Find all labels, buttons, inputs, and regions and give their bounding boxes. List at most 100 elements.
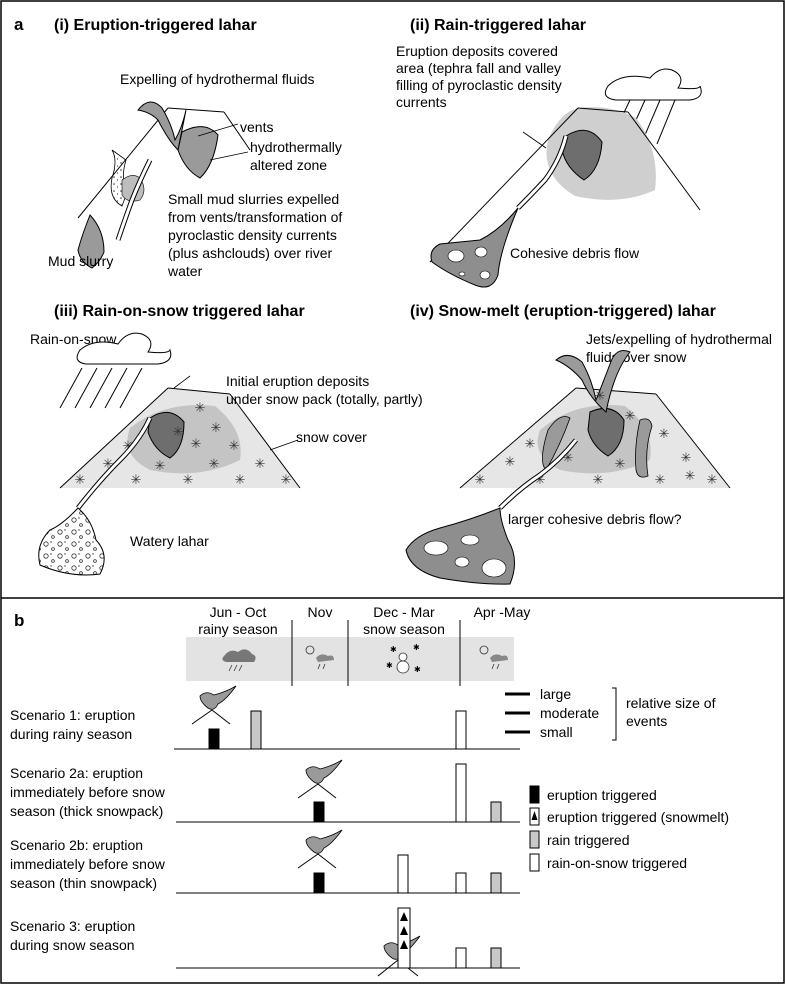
sun-rain-icon xyxy=(305,645,334,670)
slurry-desc-2: from vents/transformation of xyxy=(168,209,342,225)
rain-cloud-iii xyxy=(59,332,172,409)
bar-s3-snowmelt xyxy=(397,907,411,969)
size-bracket xyxy=(612,687,617,741)
debris-label-ii: Cohesive debris flow xyxy=(510,245,640,261)
snow-cover-label: snow cover xyxy=(296,429,367,445)
svg-text:✳: ✳ xyxy=(281,472,292,487)
scenario-3-bars xyxy=(397,907,502,969)
svg-text:✳: ✳ xyxy=(681,450,692,465)
svg-text:✳: ✳ xyxy=(211,420,222,435)
sub-ii-title: (ii) Rain-triggered lahar xyxy=(410,17,586,34)
svg-text:✳: ✳ xyxy=(195,400,206,415)
scenario-2b-l2: immediately before snow xyxy=(10,856,166,872)
volcano-i xyxy=(77,101,251,269)
bar-s2b-ros-2 xyxy=(455,872,467,894)
vents-label: vents xyxy=(240,119,273,135)
scenario-2a-l3: season (thick snowpack) xyxy=(10,803,163,819)
eruption-icon-2a xyxy=(297,759,343,799)
sub-panel-iv: (iv) Snow-melt (eruption-triggered) laha… xyxy=(405,303,772,585)
svg-text:✳: ✳ xyxy=(535,472,546,487)
slurry-desc-4: (plus ashclouds) over river xyxy=(168,245,333,261)
jet-plume-iv xyxy=(555,350,631,413)
size-moderate: moderate xyxy=(540,705,599,721)
snowmelt-triangles xyxy=(400,912,408,949)
legend-snowmelt: eruption triggered (snowmelt) xyxy=(547,809,729,825)
svg-text:✳: ✳ xyxy=(685,468,696,483)
sun-rain-icon-2 xyxy=(479,645,508,670)
panel-b-label: b xyxy=(14,611,24,630)
scenario-2a-l1: Scenario 2a: eruption xyxy=(10,765,143,781)
size-legend: large moderate small relative size of ev… xyxy=(505,686,716,741)
snow-symbols-iii: ✳✳✳ ✳✳✳ ✳✳✳ ✳✳✳ ✳✳✳ xyxy=(75,400,292,487)
deposits-2: area (tephra fall and valley xyxy=(396,60,561,76)
slurry-desc-3: pyroclastic density currents xyxy=(168,227,337,243)
sub-iv-title: (iv) Snow-melt (eruption-triggered) laha… xyxy=(410,303,716,320)
season-2-l1: Nov xyxy=(308,604,333,620)
dark-zone-iv xyxy=(587,407,625,457)
svg-text:✳: ✳ xyxy=(615,456,626,471)
sub-panel-i: (i) Eruption-triggered lahar Expelling o… xyxy=(48,17,342,279)
svg-text:✳: ✳ xyxy=(209,456,220,471)
bar-s3-ros xyxy=(455,947,467,969)
watery-lahar-shape xyxy=(38,507,105,576)
scenario-2b-bars xyxy=(313,854,502,894)
svg-text:✱: ✱ xyxy=(390,645,397,654)
svg-text:✳: ✳ xyxy=(235,472,246,487)
svg-text:✳: ✳ xyxy=(183,472,194,487)
size-caption-2: events xyxy=(626,713,667,729)
sub-panel-ii: (ii) Rain-triggered lahar Eruption depos… xyxy=(396,17,702,288)
eruption-icon-1 xyxy=(191,685,237,725)
bar-s2b-ros-1 xyxy=(397,854,409,894)
bar-s2a-eruption xyxy=(313,801,325,823)
svg-text:✳: ✳ xyxy=(655,472,666,487)
svg-text:✳: ✳ xyxy=(505,454,516,469)
dark-zone-ii xyxy=(561,129,603,181)
altered-label-2: altered zone xyxy=(250,157,327,173)
scenario-1-bars xyxy=(208,710,467,750)
scenario-1-l2: during rainy season xyxy=(10,726,132,742)
scenario-2a-l2: immediately before snow xyxy=(10,784,166,800)
svg-text:✳: ✳ xyxy=(707,472,718,487)
eruption-icon-2b xyxy=(297,829,343,869)
bar-s2b-eruption xyxy=(313,872,325,894)
season-3-l1: Dec - Mar xyxy=(373,604,435,620)
svg-text:✱: ✱ xyxy=(413,643,420,652)
snow-symbols-iv: ✳✳✳ ✳✳✳ ✳✳✳ ✳✳✳ ✳✳ xyxy=(475,388,718,487)
scenario-1-l1: Scenario 1: eruption xyxy=(10,707,135,723)
svg-text:✳: ✳ xyxy=(191,436,202,451)
legend-rain: rain triggered xyxy=(547,832,630,848)
rain-cloud-icon xyxy=(222,649,256,672)
legend-swatch-ros xyxy=(529,853,540,872)
altered-label-1: hydrothermally xyxy=(250,139,342,155)
bar-s1-ros xyxy=(455,710,467,750)
mud-slurry-shape xyxy=(77,214,105,269)
svg-text:✳: ✳ xyxy=(595,388,606,403)
initial-deposits-2: under snow pack (totally, partly) xyxy=(226,391,423,407)
bar-s1-eruption xyxy=(208,728,220,750)
volcano-iv: ✳✳✳ ✳✳✳ ✳✳✳ ✳✳✳ ✳✳ xyxy=(405,350,731,585)
deposits-1: Eruption deposits covered xyxy=(396,43,558,59)
svg-text:✳: ✳ xyxy=(525,436,536,451)
season-3-l2: snow season xyxy=(363,621,445,637)
size-small: small xyxy=(540,724,573,740)
panel-a-label: a xyxy=(14,15,24,34)
jets-2: fluids over snow xyxy=(586,349,687,365)
season-1-l2: rainy season xyxy=(198,621,277,637)
deposits-4: currents xyxy=(396,94,447,110)
sub-iii-title: (iii) Rain-on-snow triggered lahar xyxy=(54,303,305,320)
bar-s1-rain xyxy=(250,710,262,750)
size-caption-1: relative size of xyxy=(626,695,716,711)
svg-text:✳: ✳ xyxy=(123,438,134,453)
volcano-iii: ✳✳✳ ✳✳✳ ✳✳✳ ✳✳✳ ✳✳✳ xyxy=(38,375,301,576)
svg-text:✳: ✳ xyxy=(131,472,142,487)
scenario-2b-l1: Scenario 2b: eruption xyxy=(10,837,143,853)
svg-text:✳: ✳ xyxy=(593,472,604,487)
svg-text:✳: ✳ xyxy=(75,472,86,487)
legend-ros: rain-on-snow triggered xyxy=(547,855,687,871)
slurry-desc-1: Small mud slurries expelled xyxy=(168,191,339,207)
svg-text:✳: ✳ xyxy=(173,424,184,439)
hydrothermal-note: Expelling of hydrothermal fluids xyxy=(120,71,315,87)
